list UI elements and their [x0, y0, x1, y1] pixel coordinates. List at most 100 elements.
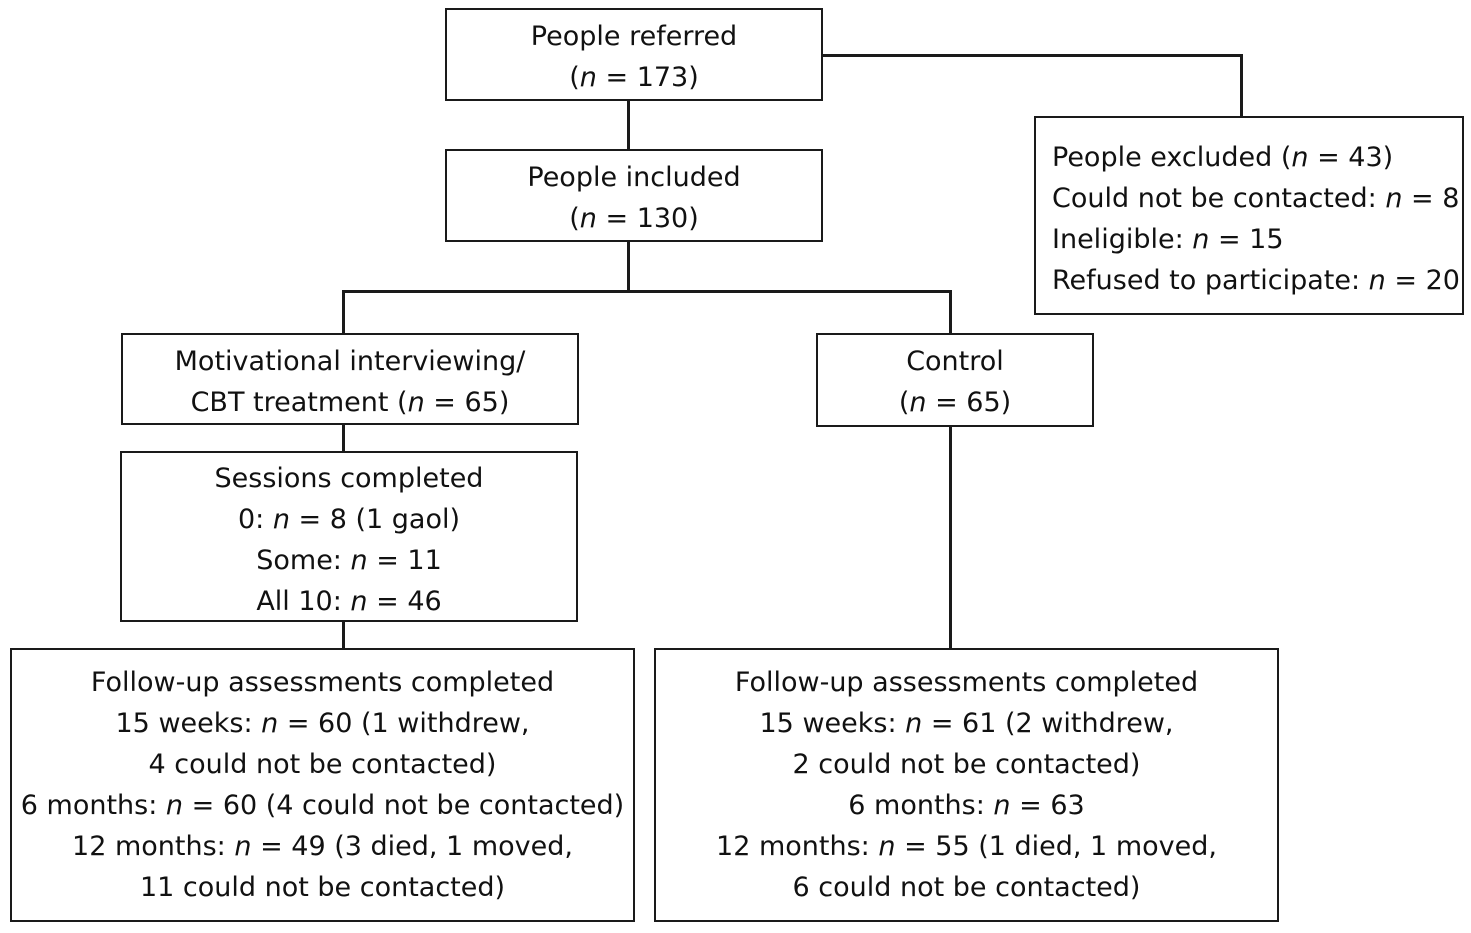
- text-segment: CBT treatment (: [190, 387, 408, 418]
- italic-n: n: [1368, 265, 1386, 296]
- text-segment: = 49 (3 died, 1 moved,: [251, 831, 573, 862]
- box-line: People included: [447, 157, 821, 198]
- italic-n: n: [909, 387, 927, 418]
- italic-n: n: [407, 387, 425, 418]
- box-line: People excluded (n = 43): [1052, 137, 1462, 178]
- box-line: Sessions completed: [122, 458, 576, 499]
- text-segment: Follow-up assessments completed: [90, 667, 555, 698]
- text-segment: = 55 (1 died, 1 moved,: [895, 831, 1217, 862]
- text-segment: All 10:: [256, 586, 351, 617]
- text-segment: = 61 (2 withdrew,: [922, 708, 1174, 739]
- text-segment: = 130): [596, 203, 699, 234]
- box-line: All 10: n = 46: [122, 581, 576, 622]
- text-segment: = 8: [1402, 183, 1460, 214]
- italic-n: n: [350, 586, 368, 617]
- box-line: 4 could not be contacted): [12, 744, 633, 785]
- box-line: 15 weeks: n = 61 (2 withdrew,: [656, 703, 1277, 744]
- italic-n: n: [1385, 183, 1403, 214]
- text-segment: Sessions completed: [214, 463, 484, 494]
- italic-n: n: [165, 790, 184, 821]
- italic-n: n: [993, 790, 1011, 821]
- box-line: 6 months: n = 60 (4 could not be contact…: [12, 785, 633, 826]
- text-segment: Ineligible:: [1052, 224, 1193, 255]
- text-segment: 15 weeks:: [759, 708, 906, 739]
- text-segment: 6 months:: [20, 790, 166, 821]
- box-line: Some: n = 11: [122, 540, 576, 581]
- connector-bar-to-control: [949, 290, 952, 334]
- italic-n: n: [1291, 142, 1309, 173]
- box-line: 12 months: n = 55 (1 died, 1 moved,: [656, 826, 1277, 867]
- box-people-referred: People referred (n = 173): [445, 8, 823, 101]
- text-segment: = 8 (1 gaol): [289, 504, 461, 535]
- box-line: Follow-up assessments completed: [656, 662, 1277, 703]
- italic-n: n: [261, 708, 279, 739]
- italic-n: n: [579, 203, 597, 234]
- box-line: People referred: [447, 16, 821, 57]
- box-control: Control (n = 65): [816, 333, 1094, 427]
- text-segment: 4 could not be contacted): [148, 749, 497, 780]
- text-segment: Some:: [256, 545, 351, 576]
- italic-n: n: [234, 831, 252, 862]
- text-segment: = 65): [926, 387, 1012, 418]
- box-line: Refused to participate: n = 20: [1052, 260, 1462, 301]
- text-segment: = 173): [596, 62, 699, 93]
- box-line: 0: n = 8 (1 gaol): [122, 499, 576, 540]
- text-segment: 11 could not be contacted): [139, 872, 506, 903]
- connector-bar-to-mi-cbt: [342, 290, 345, 334]
- text-segment: (: [569, 203, 580, 234]
- box-line: Motivational interviewing/: [123, 341, 577, 382]
- text-segment: = 46: [367, 586, 442, 617]
- text-segment: (: [569, 62, 580, 93]
- text-segment: 12 months:: [72, 831, 235, 862]
- text-segment: = 60 (4 could not be contacted): [183, 790, 625, 821]
- connector-referred-to-excluded-vertical: [1240, 54, 1243, 117]
- italic-n: n: [905, 708, 923, 739]
- italic-n: n: [878, 831, 896, 862]
- box-mi-cbt-treatment: Motivational interviewing/CBT treatment …: [121, 333, 579, 425]
- box-line: Could not be contacted: n = 8: [1052, 178, 1462, 219]
- text-segment: 15 weeks:: [115, 708, 262, 739]
- connector-referred-to-excluded-horizontal: [822, 54, 1242, 57]
- text-segment: People excluded (: [1052, 142, 1292, 173]
- text-segment: = 15: [1209, 224, 1284, 255]
- text-segment: 6 could not be contacted): [792, 872, 1141, 903]
- italic-n: n: [1192, 224, 1210, 255]
- box-line: 2 could not be contacted): [656, 744, 1277, 785]
- box-line: 12 months: n = 49 (3 died, 1 moved,: [12, 826, 633, 867]
- text-segment: People included: [527, 162, 741, 193]
- text-segment: Follow-up assessments completed: [734, 667, 1199, 698]
- text-segment: 12 months:: [716, 831, 879, 862]
- box-line: Control: [818, 341, 1092, 382]
- box-line: Follow-up assessments completed: [12, 662, 633, 703]
- connector-mi-cbt-to-sessions: [342, 424, 345, 452]
- box-line: (n = 65): [818, 382, 1092, 423]
- connector-control-to-followup: [949, 426, 952, 649]
- box-followup-mi-cbt: Follow-up assessments completed 15 weeks:…: [10, 648, 635, 922]
- italic-n: n: [350, 545, 368, 576]
- text-segment: Could not be contacted:: [1052, 183, 1386, 214]
- connector-sessions-to-followup: [342, 621, 345, 649]
- box-people-included: People included (n = 130): [445, 149, 823, 242]
- text-segment: (: [898, 387, 910, 418]
- text-segment: = 65): [424, 387, 510, 418]
- text-segment: Control: [906, 346, 1004, 377]
- box-line: Ineligible: n = 15: [1052, 219, 1462, 260]
- box-line: 6 could not be contacted): [656, 867, 1277, 908]
- text-segment: Refused to participate:: [1052, 265, 1369, 296]
- box-line: 15 weeks: n = 60 (1 withdrew,: [12, 703, 633, 744]
- italic-n: n: [272, 504, 290, 535]
- italic-n: n: [579, 62, 597, 93]
- connector-referred-to-included: [627, 100, 630, 150]
- text-segment: = 60 (1 withdrew,: [278, 708, 530, 739]
- text-segment: Motivational interviewing/: [174, 346, 526, 377]
- text-segment: 6 months:: [848, 790, 994, 821]
- text-segment: = 43): [1308, 142, 1394, 173]
- box-followup-control: Follow-up assessments completed 15 weeks:…: [654, 648, 1279, 922]
- box-line: (n = 173): [447, 57, 821, 98]
- connector-randomisation-bar: [342, 290, 951, 293]
- text-segment: = 11: [367, 545, 442, 576]
- text-segment: People referred: [530, 21, 738, 52]
- connector-included-down: [627, 241, 630, 292]
- text-segment: 0:: [237, 504, 273, 535]
